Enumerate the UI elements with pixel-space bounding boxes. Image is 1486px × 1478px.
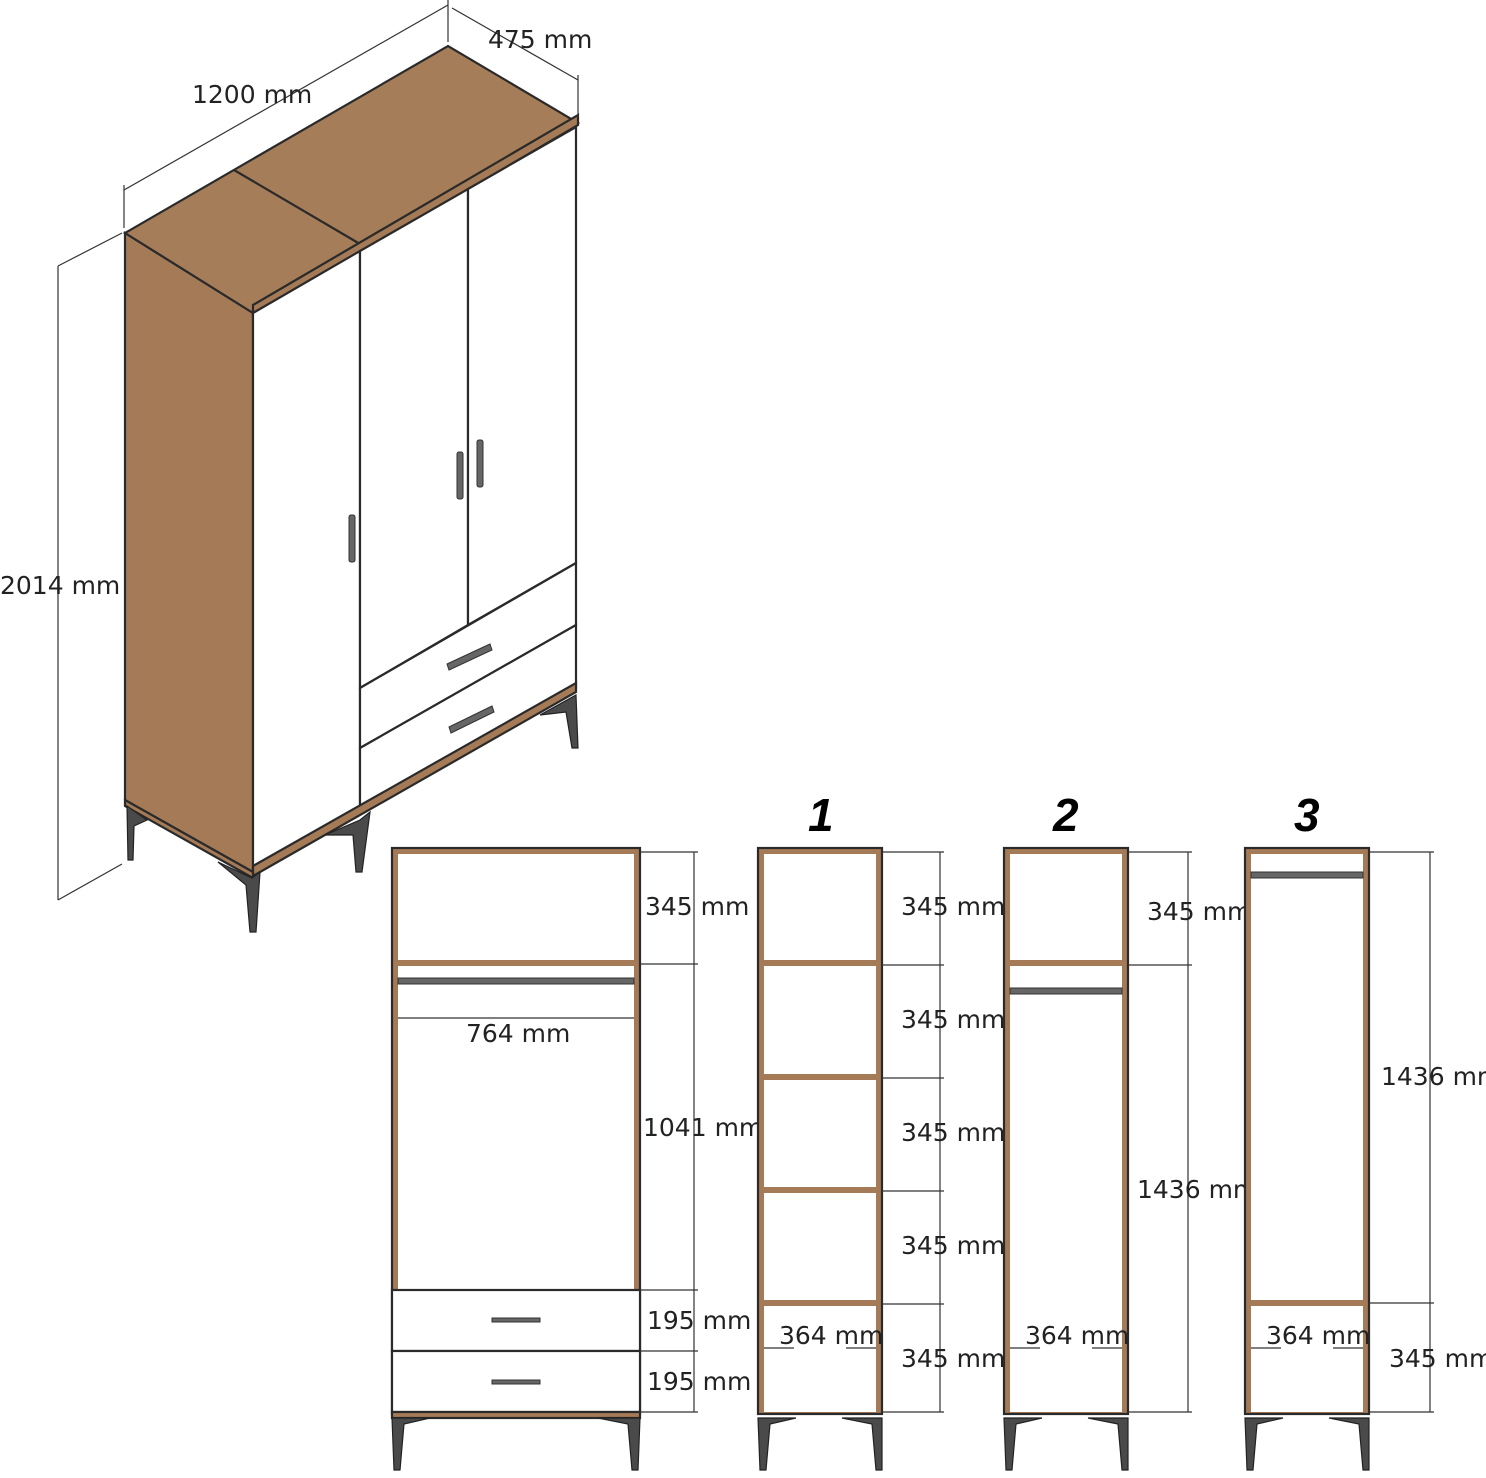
s2-width-label: 364 mm [1025, 1321, 1129, 1350]
main-leg-right [597, 1417, 641, 1471]
s1-shelf-3-label: 345 mm [901, 1118, 1005, 1147]
s1-width-label: 364 mm [779, 1321, 883, 1350]
s1-shelf-2-label: 345 mm [901, 1005, 1005, 1034]
s3-hanging-rail [1250, 871, 1364, 879]
s3-bottom-label: 345 mm [1389, 1344, 1486, 1373]
s3-leg-right [1328, 1417, 1370, 1471]
s2-hanging-rail [1009, 987, 1123, 995]
main-hanging-label: 1041 mm [643, 1113, 763, 1142]
main-width-label: 764 mm [466, 1019, 570, 1048]
drawer-1-handle [491, 1317, 541, 1323]
drawer-2-handle [491, 1379, 541, 1385]
s3-width-label: 364 mm [1266, 1321, 1370, 1350]
s1-leg-right [841, 1417, 883, 1471]
main-top-label: 345 mm [645, 892, 749, 921]
section-1: 1 345 mm 345 mm 345 mm 345 mm 345 mm 364… [756, 789, 1005, 1471]
middle-door-handle [456, 451, 464, 500]
section-3: 3 1436 mm 345 mm 364 mm [1243, 789, 1486, 1471]
leg-front-left [217, 861, 261, 933]
right-door [466, 125, 578, 627]
section-2: 2 345 mm 1436 mm 364 mm [1002, 789, 1257, 1471]
s2-leg-right [1087, 1417, 1129, 1471]
s1-shelf-1-label: 345 mm [901, 892, 1005, 921]
section-3-number: 3 [1294, 789, 1320, 841]
s2-top-label: 345 mm [1147, 897, 1251, 926]
leg-front-right [539, 694, 579, 749]
s1-leg-left [757, 1417, 797, 1471]
upper-drawer-handle [446, 643, 493, 671]
left-door-handle [348, 514, 356, 563]
s1-shelf-4-label: 345 mm [901, 1231, 1005, 1260]
left-door [251, 249, 362, 874]
middle-door [358, 187, 470, 690]
leg-back-left [126, 804, 149, 861]
depth-label: 475 mm [488, 25, 592, 54]
s2-leg-left [1003, 1417, 1043, 1471]
s3-hanging-label: 1436 mm [1381, 1062, 1486, 1091]
main-drawer2-label: 195 mm [647, 1367, 751, 1396]
section-2-number: 2 [1052, 789, 1079, 841]
lower-drawer-handle [448, 705, 495, 734]
hanging-rail [397, 977, 635, 985]
s2-hanging-label: 1436 mm [1137, 1175, 1257, 1204]
s1-shelf-5-label: 345 mm [901, 1344, 1005, 1373]
section-1-number: 1 [808, 789, 834, 841]
height-label: 2014 mm [0, 571, 120, 600]
width-label: 1200 mm [192, 80, 312, 109]
main-drawer1-label: 195 mm [647, 1306, 751, 1335]
s3-leg-left [1244, 1417, 1284, 1471]
isometric-wardrobe: 1200 mm 475 mm 2014 mm [0, 0, 592, 933]
right-door-handle [476, 439, 484, 488]
leg-front-middle [324, 810, 371, 873]
left-side-panel [123, 231, 255, 874]
main-leg-left [391, 1417, 431, 1471]
section-main: 345 mm 764 mm 1041 mm 195 mm 195 mm [390, 846, 763, 1471]
